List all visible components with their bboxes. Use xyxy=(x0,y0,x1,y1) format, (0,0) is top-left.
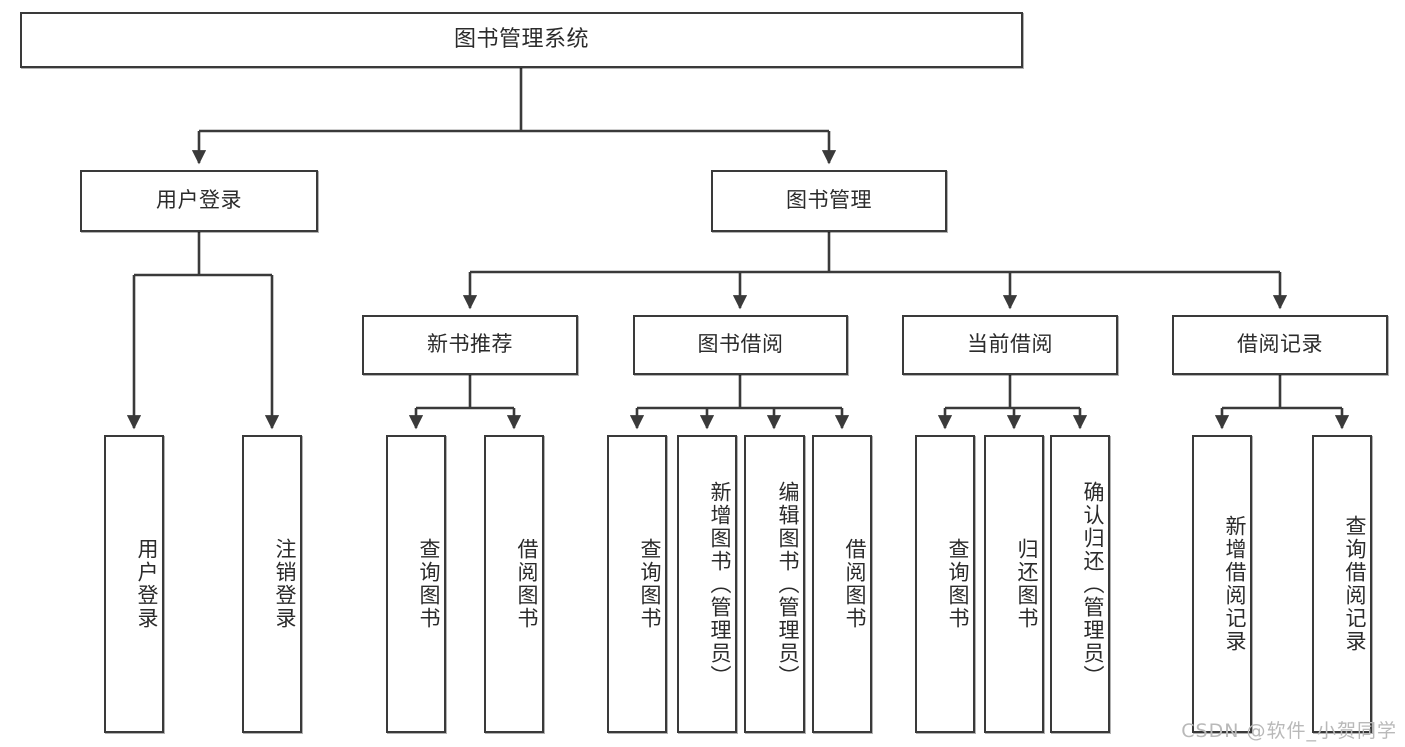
node-leaf-borrow-book-2-label: 借阅图书 xyxy=(843,538,867,630)
watermark: CSDN @软件_小贺同学 xyxy=(1181,720,1397,742)
node-leaf-logout-login-label: 注销登录 xyxy=(273,538,297,630)
node-leaf-add-book-label: 新增图书（管理员） xyxy=(708,480,732,688)
node-borrow-record-label: 借阅记录 xyxy=(1237,332,1323,357)
node-book-borrow-label: 图书借阅 xyxy=(697,332,784,357)
node-leaf-query-book-3[interactable]: 查询图书 xyxy=(915,435,975,733)
node-leaf-return-book[interactable]: 归还图书 xyxy=(984,435,1044,733)
node-root[interactable]: 图书管理系统 xyxy=(20,12,1023,68)
node-book-borrow[interactable]: 图书借阅 xyxy=(633,315,848,375)
node-root-label: 图书管理系统 xyxy=(453,26,589,52)
node-leaf-query-book-1-label: 查询图书 xyxy=(417,538,441,630)
node-leaf-return-book-label: 归还图书 xyxy=(1015,538,1039,630)
node-user-login-label: 用户登录 xyxy=(156,188,242,213)
node-leaf-borrow-book-1-label: 借阅图书 xyxy=(515,538,539,630)
node-leaf-add-book[interactable]: 新增图书（管理员） xyxy=(677,435,737,733)
node-current-borrow-label: 当前借阅 xyxy=(967,332,1053,357)
node-new-book-recommend[interactable]: 新书推荐 xyxy=(362,315,578,375)
node-leaf-add-borrow-record-label: 新增借阅记录 xyxy=(1223,515,1247,653)
node-leaf-edit-book[interactable]: 编辑图书（管理员） xyxy=(744,435,805,733)
node-leaf-borrow-book-2[interactable]: 借阅图书 xyxy=(812,435,872,733)
node-leaf-add-borrow-record[interactable]: 新增借阅记录 xyxy=(1192,435,1252,733)
node-leaf-confirm-return[interactable]: 确认归还（管理员） xyxy=(1050,435,1110,733)
node-leaf-query-borrow-record[interactable]: 查询借阅记录 xyxy=(1312,435,1372,733)
node-leaf-query-borrow-record-label: 查询借阅记录 xyxy=(1343,515,1367,653)
node-leaf-borrow-book-1[interactable]: 借阅图书 xyxy=(484,435,544,733)
node-leaf-user-login-label: 用户登录 xyxy=(135,538,159,630)
node-leaf-edit-book-label: 编辑图书（管理员） xyxy=(776,480,800,688)
node-current-borrow[interactable]: 当前借阅 xyxy=(902,315,1118,375)
node-leaf-query-book-3-label: 查询图书 xyxy=(946,538,970,630)
node-book-manage[interactable]: 图书管理 xyxy=(711,170,947,232)
node-leaf-query-book-2[interactable]: 查询图书 xyxy=(607,435,667,733)
node-user-login[interactable]: 用户登录 xyxy=(80,170,318,232)
node-book-manage-label: 图书管理 xyxy=(786,188,872,213)
node-leaf-user-login[interactable]: 用户登录 xyxy=(104,435,164,733)
node-borrow-record[interactable]: 借阅记录 xyxy=(1172,315,1388,375)
node-leaf-logout-login[interactable]: 注销登录 xyxy=(242,435,302,733)
node-leaf-query-book-1[interactable]: 查询图书 xyxy=(386,435,446,733)
node-new-book-recommend-label: 新书推荐 xyxy=(427,332,513,357)
node-leaf-query-book-2-label: 查询图书 xyxy=(638,538,662,630)
node-leaf-confirm-return-label: 确认归还（管理员） xyxy=(1081,480,1105,688)
